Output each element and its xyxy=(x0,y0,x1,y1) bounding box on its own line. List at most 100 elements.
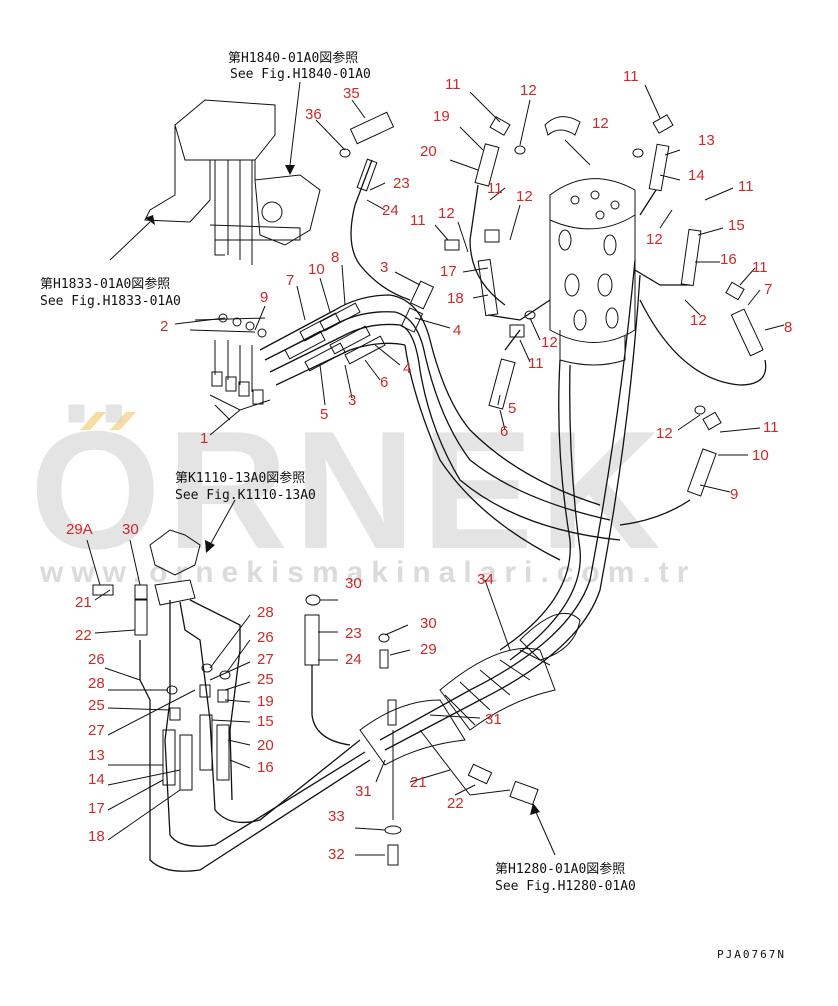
ref-k1110-jp: 第K1110-13A0図参照 xyxy=(175,470,305,486)
part-label: 12 xyxy=(656,425,673,442)
part-label: 12 xyxy=(592,115,609,132)
part-label: 5 xyxy=(508,400,516,417)
part-label: 11 xyxy=(738,178,754,195)
part-label: 10 xyxy=(308,261,325,278)
part-label: 21 xyxy=(410,774,427,791)
part-label: 25 xyxy=(257,671,274,688)
part-label: 11 xyxy=(623,68,639,85)
part-label: 24 xyxy=(382,202,399,219)
part-label: 30 xyxy=(345,575,362,592)
part-label: 25 xyxy=(88,697,105,714)
part-label: 16 xyxy=(720,251,737,268)
part-label: 26 xyxy=(88,651,105,668)
part-label: 6 xyxy=(500,423,508,440)
part-label: 11 xyxy=(445,76,461,93)
reference-arrows xyxy=(109,81,556,856)
upper-valve-assembly xyxy=(144,99,321,421)
ref-h1840-jp: 第H1840-01A0図参照 xyxy=(228,50,358,66)
part-label: 34 xyxy=(477,571,494,588)
part-label: 7 xyxy=(764,281,772,298)
reference-notes: 第H1840-01A0図参照 See Fig.H1840-01A0 第H1833… xyxy=(40,50,786,961)
part-label: 3 xyxy=(348,392,356,409)
part-label: 2 xyxy=(160,318,168,335)
part-label: 12 xyxy=(520,82,537,99)
part-label: 8 xyxy=(331,249,339,266)
hose-bundle-left xyxy=(259,280,621,561)
part-label: 15 xyxy=(257,713,274,730)
part-label: 30 xyxy=(420,615,437,632)
part-label: 33 xyxy=(328,808,345,825)
part-label: 8 xyxy=(784,319,792,336)
upper-hose-23-24 xyxy=(339,111,411,301)
part-label: 6 xyxy=(380,374,388,391)
lower-valve-assembly xyxy=(92,529,371,872)
part-label: 36 xyxy=(305,106,322,123)
leader-lines xyxy=(86,84,785,856)
part-label: 13 xyxy=(698,132,715,149)
part-label: 29 xyxy=(420,641,437,658)
part-label: 16 xyxy=(257,759,274,776)
part-label: 9 xyxy=(260,289,268,306)
part-label: 29A xyxy=(66,521,93,538)
watermark-accent-right xyxy=(110,412,136,430)
swivel-joint xyxy=(544,116,636,366)
ref-h1840-en: See Fig.H1840-01A0 xyxy=(230,67,371,82)
part-label: 4 xyxy=(453,322,461,339)
part-label: 17 xyxy=(88,800,105,817)
part-label: 19 xyxy=(433,108,450,125)
part-label: 5 xyxy=(320,406,328,423)
part-label: 18 xyxy=(88,828,105,845)
watermark-brand: ÖRNEK xyxy=(30,396,667,584)
part-label: 11 xyxy=(528,355,544,372)
part-label: 11 xyxy=(752,259,768,276)
part-label: 19 xyxy=(257,693,274,710)
part-labels: 11 12 11 19 12 13 20 14 11 11 12 11 12 1… xyxy=(66,68,792,863)
part-label: 27 xyxy=(88,722,105,739)
part-label: 12 xyxy=(541,334,558,351)
swivel-hoses xyxy=(444,114,767,526)
ref-h1833-jp: 第H1833-01A0図参照 xyxy=(40,276,170,292)
part-label: 15 xyxy=(728,217,745,234)
part-label: 22 xyxy=(75,627,92,644)
ref-h1833-en: See Fig.H1833-01A0 xyxy=(40,294,181,309)
lower-hose-23-24 xyxy=(304,594,402,866)
part-label: 20 xyxy=(420,143,437,160)
part-label: 32 xyxy=(328,846,345,863)
part-label: 4 xyxy=(403,360,411,377)
part-label: 9 xyxy=(730,486,738,503)
part-label: 35 xyxy=(343,85,360,102)
part-label: 27 xyxy=(257,651,274,668)
part-label: 30 xyxy=(122,521,139,538)
part-label: 20 xyxy=(257,737,274,754)
part-label: 31 xyxy=(355,783,372,800)
part-label: 10 xyxy=(752,447,769,464)
part-label: 7 xyxy=(286,272,294,289)
part-label: 1 xyxy=(200,430,208,447)
part-label: 12 xyxy=(438,205,455,222)
ref-h1280-jp: 第H1280-01A0図参照 xyxy=(495,861,625,877)
part-label: 14 xyxy=(88,771,105,788)
part-label: 13 xyxy=(88,747,105,764)
ref-k1110-en: See Fig.K1110-13A0 xyxy=(175,488,316,503)
part-label: 24 xyxy=(345,651,362,668)
ref-h1280-en: See Fig.H1280-01A0 xyxy=(495,879,636,894)
part-label: 11 xyxy=(410,212,426,229)
drawing-code: PJA0767N xyxy=(717,948,786,961)
part-label: 3 xyxy=(380,259,388,276)
part-label: 11 xyxy=(487,180,503,197)
part-label: 18 xyxy=(447,290,464,307)
part-label: 26 xyxy=(257,629,274,646)
part-label: 23 xyxy=(393,175,410,192)
part-label: 22 xyxy=(447,795,464,812)
part-label: 11 xyxy=(763,419,779,436)
part-label: 17 xyxy=(440,263,457,280)
part-label: 12 xyxy=(690,312,707,329)
main-hose-bundle xyxy=(359,259,641,806)
watermark: ÖRNEK www.ornekismakinalari.com.tr xyxy=(30,396,688,589)
part-label: 28 xyxy=(257,604,274,621)
part-label: 28 xyxy=(88,675,105,692)
part-label: 12 xyxy=(516,188,533,205)
watermark-accent-left xyxy=(80,412,106,430)
